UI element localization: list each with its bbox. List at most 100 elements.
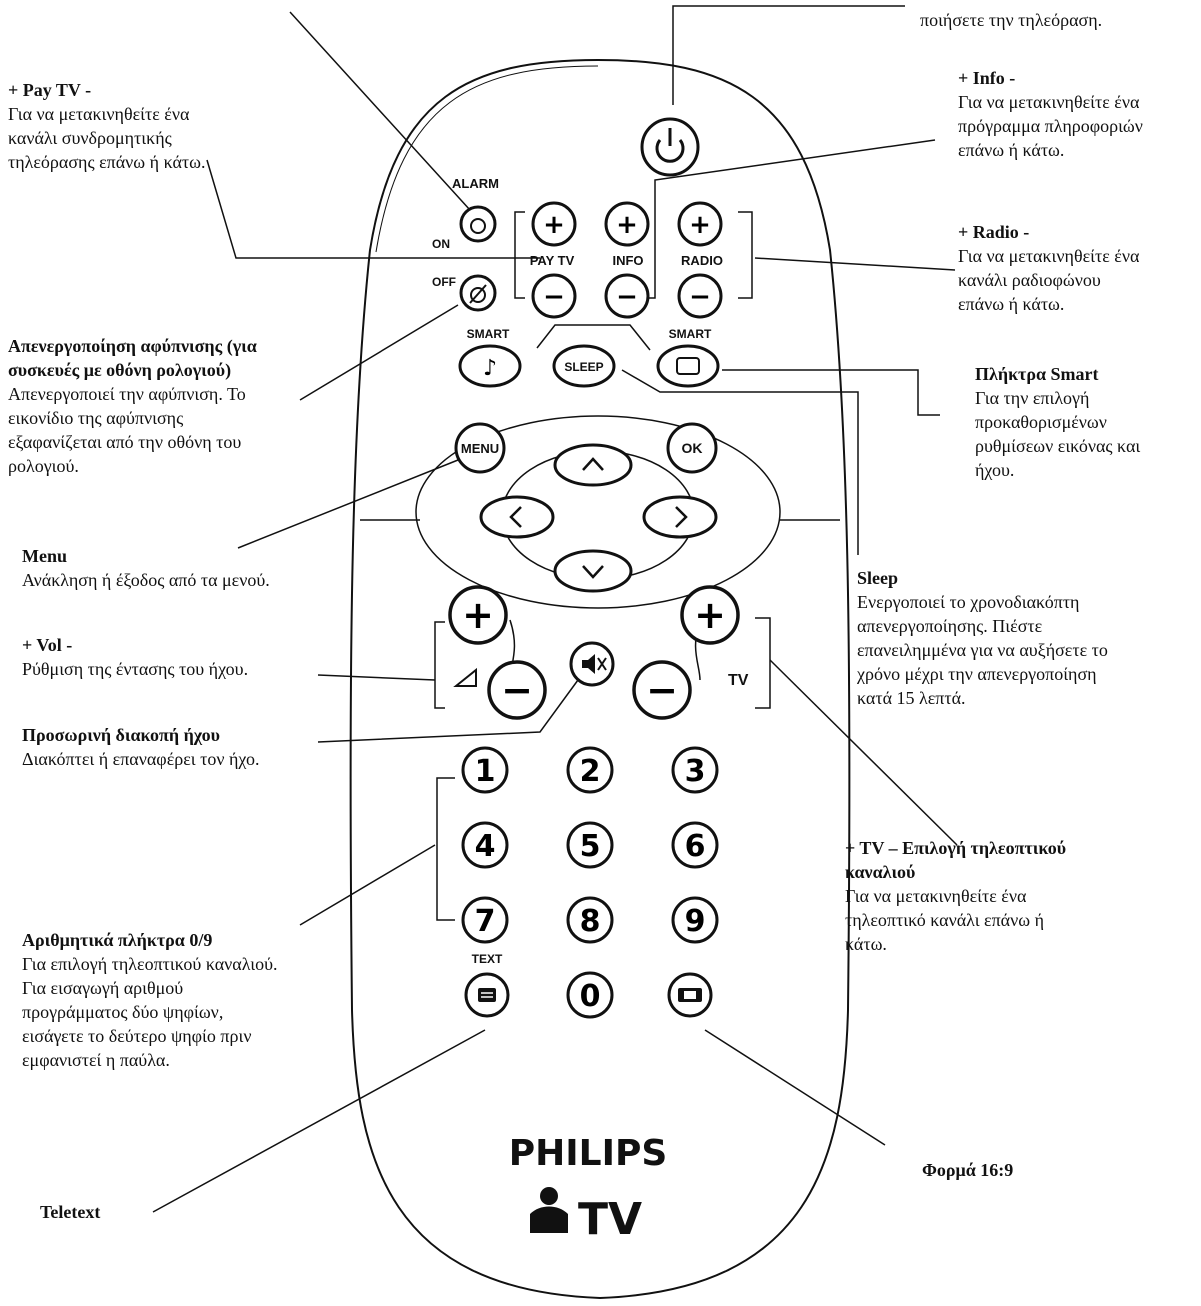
paytv-annotation: + Pay TV - Για να μετακινηθείτε ένα κανά… (8, 78, 206, 174)
teletext-annotation: Teletext (40, 1200, 100, 1224)
leader-lines (152, 5, 958, 1213)
info-plus-button[interactable]: + (604, 201, 650, 247)
svg-text:7: 7 (475, 904, 496, 939)
smart-title: Πλήκτρα Smart (975, 364, 1099, 384)
text-label: TEXT (472, 952, 503, 966)
volume-plus-button[interactable]: + (448, 585, 508, 645)
ok-button[interactable]: OK (666, 422, 718, 474)
alarm-off-button[interactable] (459, 274, 497, 312)
menu-title: Menu (22, 546, 67, 566)
vol-annotation: + Vol - Ρύθμιση της έντασης του ήχου. (22, 633, 248, 681)
radio-plus-button[interactable]: + (677, 201, 723, 247)
power-button[interactable] (640, 117, 700, 177)
program-minus-button[interactable]: − (632, 660, 692, 720)
brand-tv: TV (578, 1194, 642, 1245)
info-annotation: + Info - Για να μετακινηθείτε ένα πρόγρα… (958, 66, 1143, 162)
svg-text:−: − (646, 668, 678, 712)
digit-9-button[interactable]: 9 (671, 896, 719, 944)
brackets (434, 211, 771, 921)
info-minus-button[interactable]: − (604, 273, 650, 319)
vol-desc: Ρύθμιση της έντασης του ήχου. (22, 659, 249, 679)
format-annotation: Φορμά 16:9 (922, 1158, 1013, 1182)
program-plus-button[interactable]: + (680, 585, 740, 645)
brand-logo: PHILIPS (509, 1133, 668, 1174)
chevron-down-icon (582, 565, 604, 579)
digit-1-button[interactable]: 1 (461, 746, 509, 794)
alarm-off-desc: Απενεργοποιεί την αφύπνιση. Το εικονίδιο… (8, 384, 246, 476)
mute-annotation: Προσωρινή διακοπή ήχου Διακόπτει ή επανα… (22, 723, 260, 771)
digit-2-button[interactable]: 2 (566, 746, 614, 794)
music-note-icon: ♪ (483, 356, 497, 381)
svg-text:5: 5 (580, 829, 601, 864)
radio-annotation: + Radio - Για να μετακινηθείτε ένα κανάλ… (958, 220, 1139, 316)
smart-sound-button[interactable]: ♪ (458, 344, 522, 388)
teletext-button[interactable] (464, 972, 510, 1018)
speaker-mute-icon (582, 654, 595, 674)
smart-sound-label: SMART (467, 327, 510, 341)
nav-down-button[interactable] (553, 549, 633, 593)
svg-text:2: 2 (580, 754, 601, 789)
sleep-button[interactable]: SLEEP (552, 344, 616, 388)
sleep-title: Sleep (857, 568, 899, 588)
alarm-on-button[interactable] (459, 205, 497, 243)
teletext-title: Teletext (40, 1202, 101, 1222)
digit-5-button[interactable]: 5 (566, 821, 614, 869)
mute-button[interactable] (569, 641, 615, 687)
radio-desc: Για να μετακινηθείτε ένα κανάλι ραδιοφών… (958, 246, 1140, 314)
screen-icon (676, 357, 700, 375)
info-label: INFO (612, 253, 643, 268)
info-title: + Info - (958, 68, 1016, 88)
smart-picture-button[interactable] (656, 344, 720, 388)
nav-up-button[interactable] (553, 443, 633, 487)
digit-6-button[interactable]: 6 (671, 821, 719, 869)
menu-annotation: Menu Ανάκληση ή έξοδος από τα μενού. (22, 544, 270, 592)
paytv-plus-button[interactable]: + (531, 201, 577, 247)
nav-left-button[interactable] (479, 495, 555, 539)
paytv-title: + Pay TV - (8, 80, 92, 100)
power-desc: ποιήσετε την τηλεόραση. (920, 10, 1103, 30)
paytv-minus-button[interactable]: − (531, 273, 577, 319)
volume-icon (453, 667, 477, 687)
svg-text:−: − (543, 282, 565, 312)
alarm-off-icon (470, 287, 486, 303)
svg-text:1: 1 (475, 754, 496, 789)
radio-minus-button[interactable]: − (677, 273, 723, 319)
digit-7-button[interactable]: 7 (461, 896, 509, 944)
digit-0-button[interactable]: 0 (566, 971, 614, 1019)
menu-desc: Ανάκληση ή έξοδος από τα μενού. (22, 570, 270, 590)
digit-4-button[interactable]: 4 (461, 821, 509, 869)
alarm-off-annotation: Απενεργοποίηση αφύπνισης (για συσκευές μ… (8, 334, 338, 478)
tv-title: + TV – Επιλογή τηλεοπτικού καναλιού (845, 838, 1067, 882)
svg-text:+: + (543, 210, 565, 240)
power-annotation: ποιήσετε την τηλεόραση. (920, 8, 1102, 32)
svg-text:6: 6 (685, 829, 706, 864)
alarm-off-title: Απενεργοποίηση αφύπνισης (για συσκευές μ… (8, 336, 257, 380)
sleep-annotation: Sleep Ενεργοποιεί το χρονοδιακόπτη απενε… (857, 566, 1108, 710)
svg-text:−: − (616, 282, 638, 312)
digit-8-button[interactable]: 8 (566, 896, 614, 944)
volume-minus-button[interactable]: − (487, 660, 547, 720)
smart-desc: Για την επιλογή προκαθορισμένων ρυθμίσεω… (975, 388, 1141, 480)
smart-annotation: Πλήκτρα Smart Για την επιλογή προκαθορισ… (975, 362, 1140, 482)
digits-annotation: Αριθμητικά πλήκτρα 0/9 Για επιλογή τηλεο… (22, 928, 278, 1072)
svg-text:+: + (462, 593, 494, 637)
info-desc: Για να μετακινηθείτε ένα πρόγραμμα πληρο… (958, 92, 1143, 160)
svg-text:−: − (501, 668, 533, 712)
menu-button[interactable]: MENU (454, 422, 506, 474)
tv-desc: Για να μετακινηθείτε ένα τηλεοπτικό κανά… (845, 886, 1045, 954)
vol-title: + Vol - (22, 635, 73, 655)
svg-text:−: − (689, 282, 711, 312)
svg-text:4: 4 (475, 829, 496, 864)
format-16-9-button[interactable] (667, 972, 713, 1018)
svg-text:0: 0 (580, 979, 601, 1014)
digit-3-button[interactable]: 3 (671, 746, 719, 794)
svg-text:3: 3 (685, 754, 706, 789)
svg-text:MENU: MENU (461, 441, 499, 456)
tv-label: TV (728, 672, 749, 689)
nav-right-button[interactable] (642, 495, 718, 539)
alarm-clock-icon (470, 218, 486, 234)
svg-text:SLEEP: SLEEP (564, 360, 603, 374)
svg-text:OK: OK (682, 440, 703, 456)
